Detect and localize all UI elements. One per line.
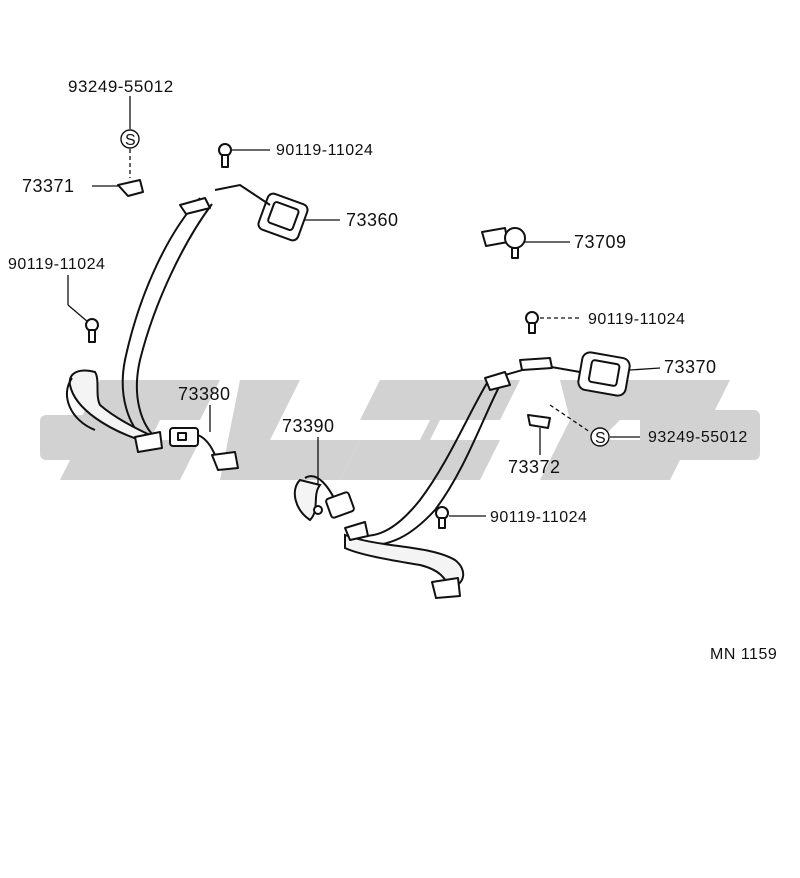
leader-lines [67, 96, 661, 517]
left-belt-webbing [121, 197, 201, 441]
retractor-icon [577, 351, 631, 397]
label-90119-bottom: 90119-11024 [490, 509, 587, 526]
anchor-plate-icon [527, 414, 551, 429]
label-73372: 73372 [508, 457, 561, 477]
label-73390: 73390 [282, 416, 335, 436]
label-73709: 73709 [574, 232, 627, 252]
label-90119-top: 90119-11024 [276, 142, 373, 159]
s-mark-icon: S [590, 427, 610, 447]
label-90119-left: 90119-11024 [8, 256, 105, 273]
buckle-icon [169, 427, 239, 471]
bolt-icon [525, 311, 539, 334]
anchor-plate-icon [117, 179, 144, 197]
left-lap-belt [68, 369, 155, 442]
s-mark-label: S [125, 132, 136, 149]
label-73371: 73371 [22, 176, 75, 196]
label-73370: 73370 [664, 357, 717, 377]
right-belt-assembly [293, 227, 631, 599]
right-belt-webbing [354, 377, 491, 537]
label-73380: 73380 [178, 384, 231, 404]
left-belt-assembly [66, 143, 309, 471]
bolt-icon [218, 143, 232, 168]
label-93249-right: 93249-55012 [648, 429, 748, 446]
part-labels: 93249-55012 90119-11024 73371 73360 7370… [8, 77, 777, 663]
s-mark-label: S [595, 430, 606, 447]
label-73360: 73360 [346, 210, 399, 230]
buckle-icon [293, 475, 355, 522]
watermark-logo [40, 380, 760, 480]
figure-code: MN 1159 [710, 646, 777, 663]
retractor-icon [257, 192, 309, 242]
bolt-icon [435, 506, 449, 529]
sensor-icon [481, 227, 526, 259]
s-mark-icon: S [120, 129, 140, 149]
bolt-icon [85, 318, 99, 343]
label-93249-top: 93249-55012 [68, 77, 174, 96]
label-90119-right: 90119-11024 [588, 311, 685, 328]
